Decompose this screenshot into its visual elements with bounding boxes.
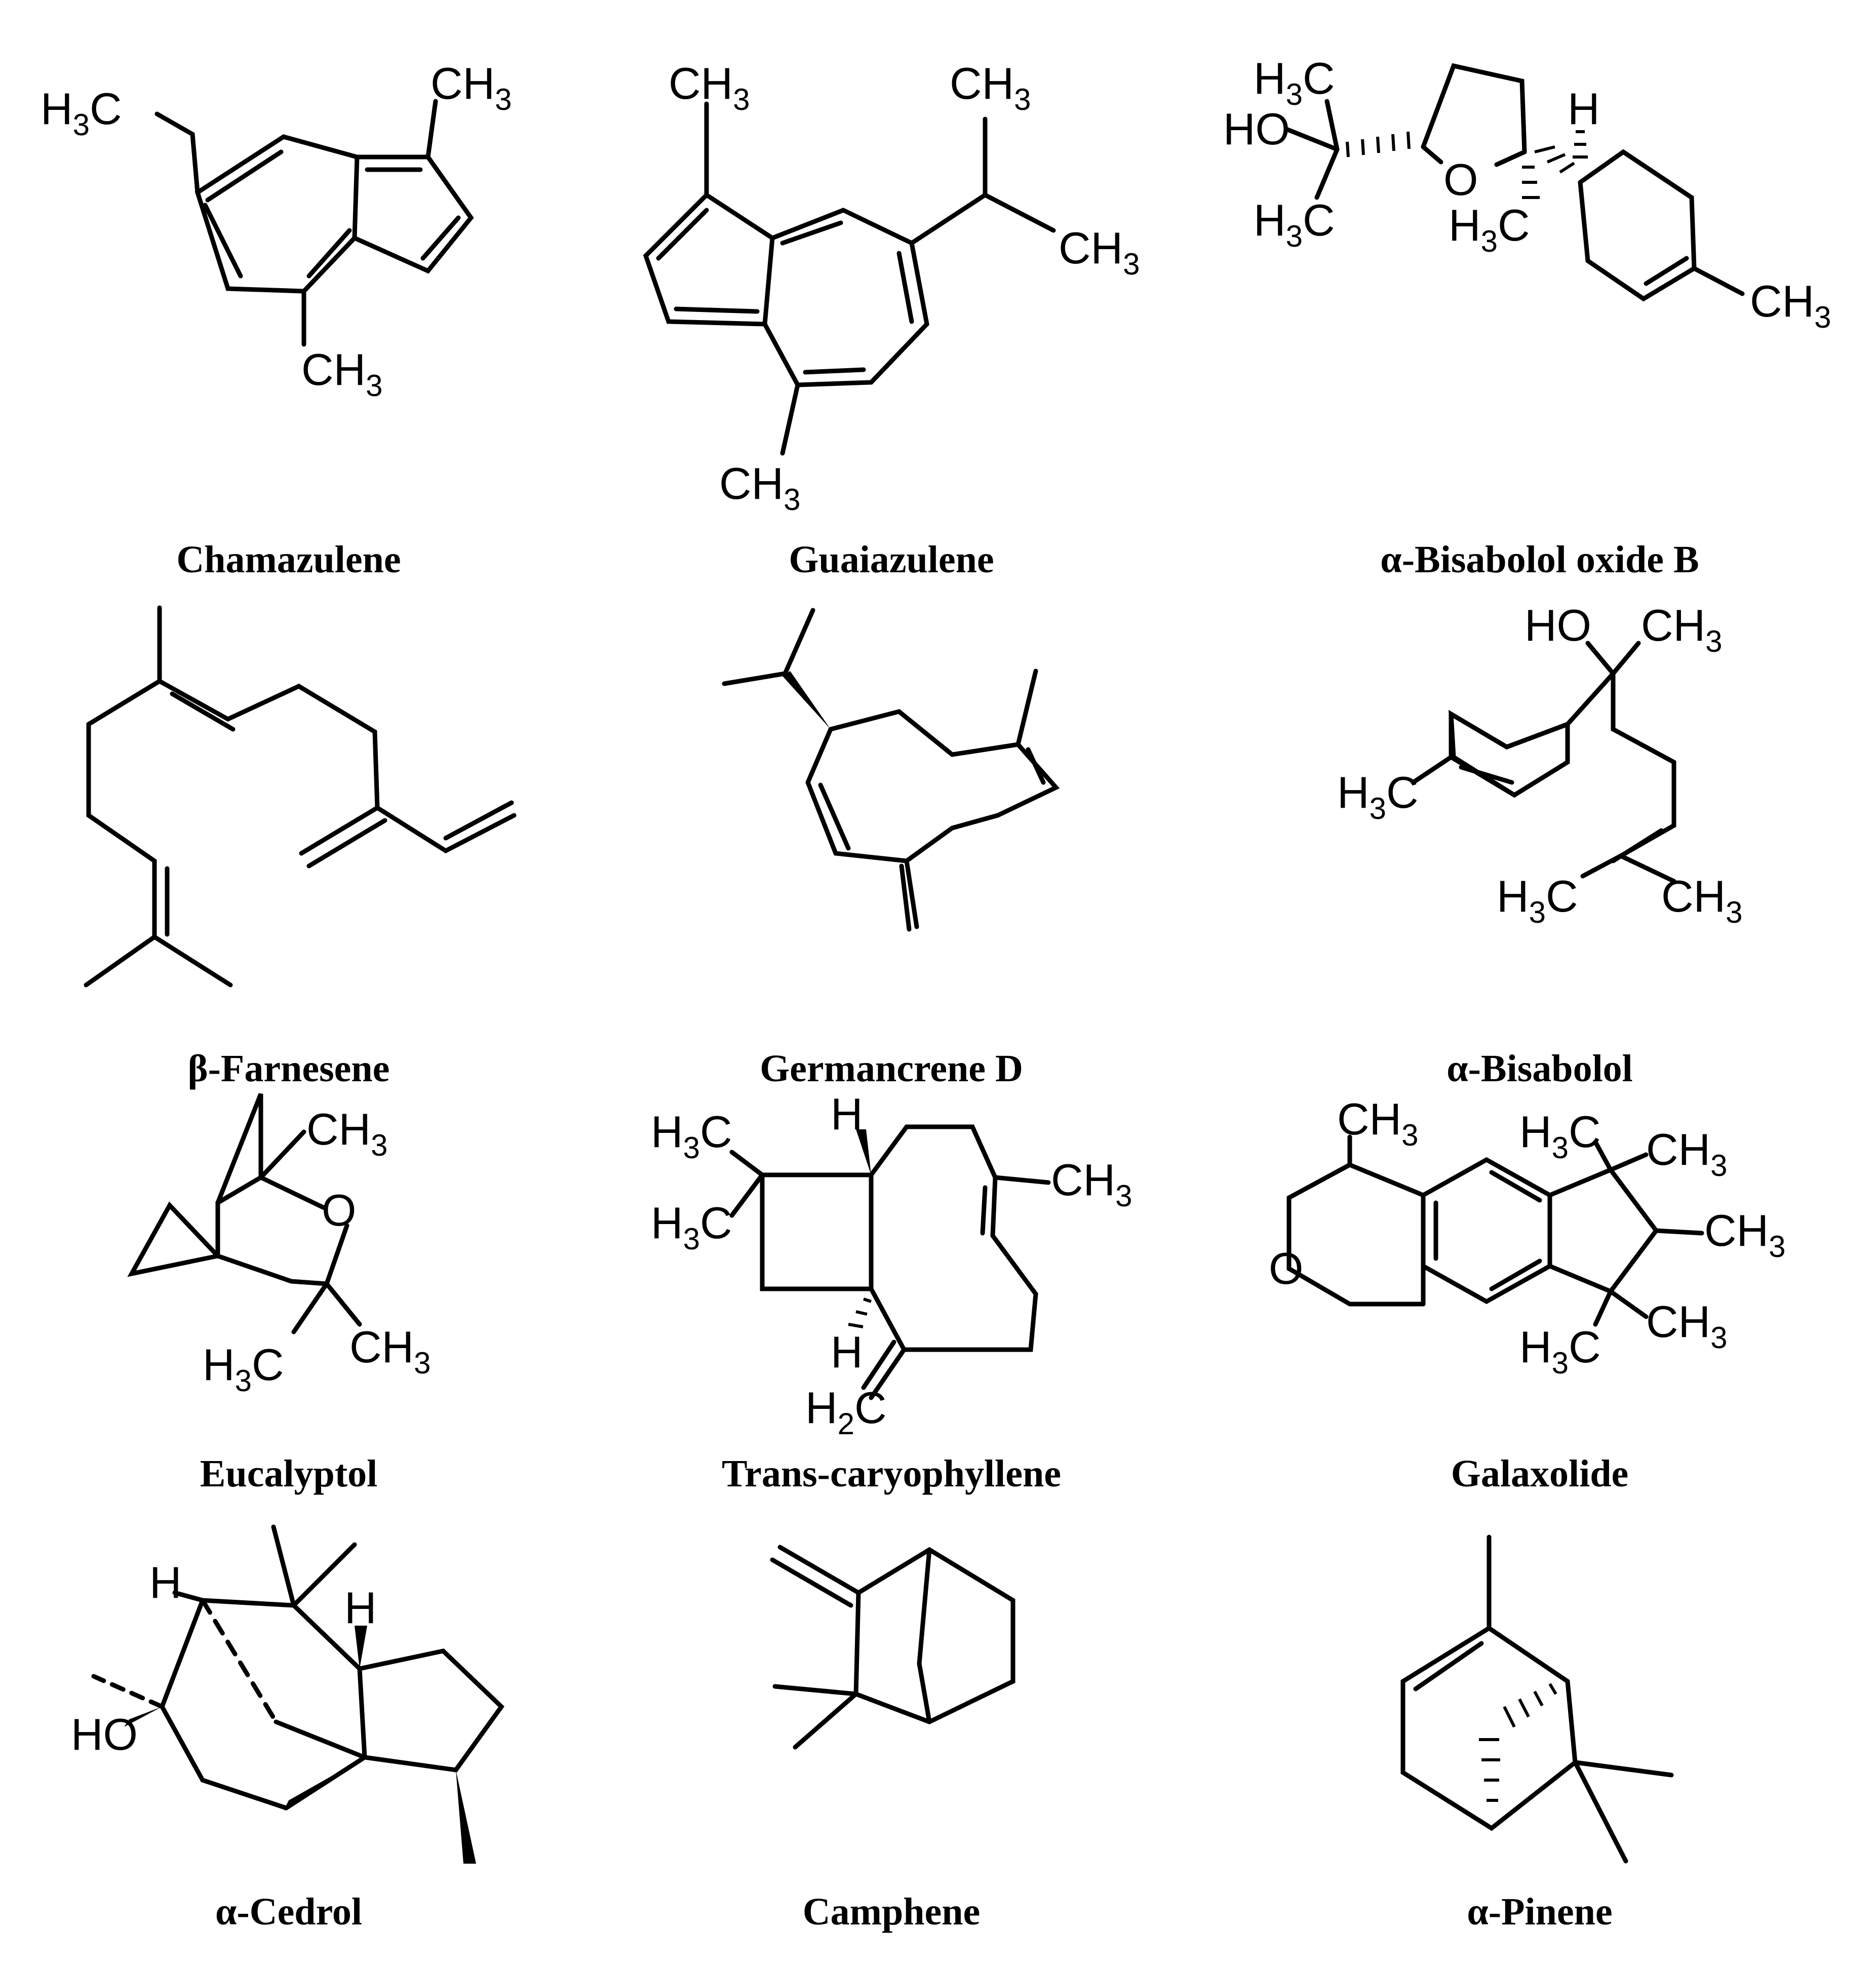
germacrene-d-structure — [722, 608, 1060, 932]
compound-name-eucalyptol: Eucalyptol — [200, 1452, 378, 1495]
atom-label: CH3 — [1059, 223, 1140, 281]
atom-label: CH3 — [1051, 1155, 1132, 1213]
galaxolide-structure: O CH3 H3C CH3 CH3 H3C CH3 — [1269, 1094, 1785, 1380]
hashed-bond — [1479, 1683, 1557, 1802]
atom-label: H3C — [203, 1340, 284, 1398]
atom-label: CH3 — [1750, 276, 1831, 334]
atom-label: CH3 — [719, 458, 800, 517]
atom-label: H — [344, 1583, 377, 1633]
atom-label: H2C — [805, 1383, 887, 1441]
atom-label: H3C — [651, 1107, 732, 1165]
compound-name-galaxolide: Galaxolide — [1451, 1452, 1628, 1495]
caryophyllene-structure: H3C H3C H H CH3 H2C — [651, 1089, 1132, 1441]
atom-label: CH3 — [431, 58, 512, 116]
atom-label: H — [831, 1327, 863, 1377]
cedrol-structure: H H HO — [71, 1524, 504, 1864]
hashed-bond — [848, 1297, 872, 1328]
atom-label: O — [1269, 1243, 1303, 1293]
atom-label: CH3 — [1646, 1124, 1727, 1183]
bisabolol-structure: HO CH3 H3C H3C CH3 — [1337, 600, 1742, 929]
atom-label: H3C — [1519, 1322, 1601, 1380]
farnesene-structure — [84, 605, 517, 988]
compound-name-pinene: α-Pinene — [1467, 1891, 1612, 1933]
atom-label: H — [831, 1089, 863, 1139]
atom-label: H3C — [41, 84, 122, 142]
compound-name-caryophyllene: Trans-caryophyllene — [722, 1452, 1061, 1495]
atom-label: CH3 — [1646, 1296, 1727, 1355]
atom-label: CH3 — [301, 344, 382, 403]
atom-label: H3C — [1254, 195, 1335, 253]
atom-label: CH3 — [669, 58, 750, 116]
camphene-structure — [770, 1545, 1015, 1750]
compound-name-bisabolol-oxide-b: α-Bisabolol oxide B — [1380, 538, 1699, 581]
guaiazulene-structure: CH3 CH3 CH3 CH3 — [643, 58, 1140, 517]
compound-name-camphene: Camphene — [803, 1891, 980, 1933]
atom-label: H3C — [1519, 1107, 1601, 1165]
hashed-bond — [1346, 130, 1588, 199]
atom-label: CH3 — [1661, 871, 1742, 929]
compound-name-bisabolol: α-Bisabolol — [1447, 1047, 1633, 1090]
compound-name-chamazulene: Chamazulene — [176, 538, 401, 581]
atom-label: H — [149, 1557, 182, 1607]
atom-label: O — [322, 1185, 356, 1235]
compound-name-farnesene: β-Farnesene — [188, 1047, 390, 1090]
compound-name-guaiazulene: Guaiazulene — [789, 538, 994, 581]
atom-label: CH3 — [349, 1322, 431, 1380]
atom-label: H — [1568, 84, 1600, 134]
atom-label: O — [1443, 154, 1478, 205]
compound-name-germacrene-d: Germancrene D — [760, 1047, 1023, 1090]
atom-label: H3C — [1337, 767, 1419, 825]
atom-label: CH3 — [306, 1104, 387, 1162]
chamazulene-structure: H3C CH3 CH3 — [41, 58, 512, 403]
atom-label: H3C — [1449, 200, 1530, 258]
eucalyptol-structure: CH3 O H3C CH3 — [127, 1093, 431, 1398]
atom-label: CH3 — [1704, 1205, 1785, 1264]
bisabolol-oxide-b-structure: H3C HO H3C O H3C H CH3 — [1223, 53, 1831, 334]
compound-name-cedrol: α-Cedrol — [215, 1891, 362, 1933]
atom-label: HO — [71, 1709, 138, 1759]
atom-label: HO — [1223, 104, 1290, 154]
atom-label: H3C — [1497, 871, 1578, 929]
atom-label: H3C — [1254, 53, 1335, 111]
atom-label: CH3 — [1641, 600, 1722, 658]
atom-label: H3C — [651, 1198, 732, 1256]
atom-label: CH3 — [1337, 1094, 1418, 1152]
atom-label: CH3 — [950, 58, 1031, 116]
atom-label: HO — [1525, 600, 1591, 650]
pinene-structure — [1400, 1534, 1674, 1864]
